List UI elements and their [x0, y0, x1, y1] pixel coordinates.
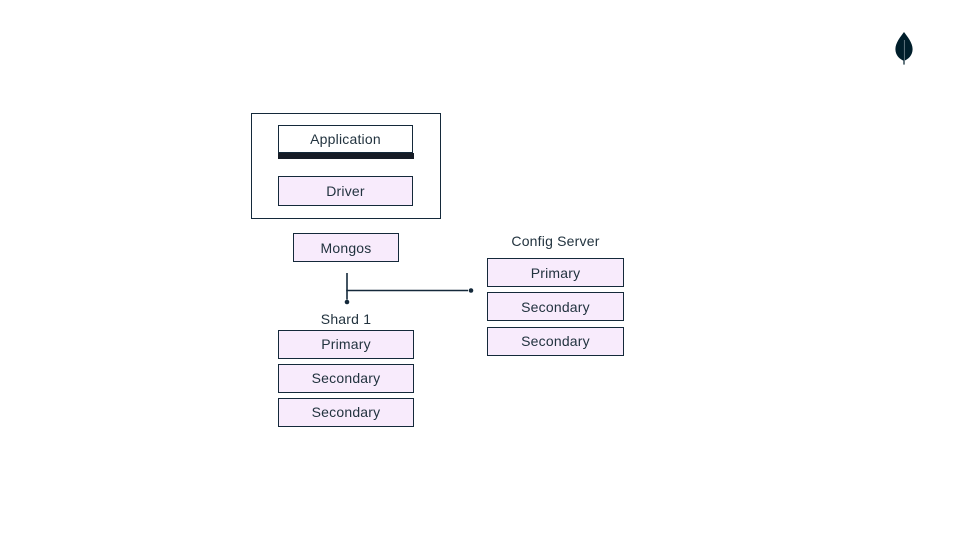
shard1-secondary-label-2: Secondary	[311, 404, 381, 420]
mongodb-leaf-icon	[894, 32, 914, 65]
config-secondary-label-1: Secondary	[521, 298, 590, 315]
application-bottom-bar	[277, 152, 414, 159]
application-node: Application	[278, 125, 413, 153]
shard1-primary-node: Primary	[278, 329, 414, 359]
config-primary-label: Primary	[530, 264, 581, 281]
config-secondary-node-1: Secondary	[487, 292, 624, 321]
shard1-secondary-label-1: Secondary	[311, 370, 381, 386]
shard1-secondary-node-2: Secondary	[278, 397, 414, 427]
application-label: Application	[310, 131, 381, 147]
config-primary-node: Primary	[487, 258, 624, 287]
config-secondary-node-2: Secondary	[487, 326, 624, 356]
mongos-label: Mongos	[320, 239, 372, 256]
driver-node: Driver	[278, 175, 413, 206]
shard1-secondary-node-1: Secondary	[278, 363, 414, 393]
driver-label: Driver	[326, 182, 365, 199]
shard1-primary-label: Primary	[321, 336, 371, 352]
config-secondary-label-2: Secondary	[521, 333, 590, 349]
config-server-title: Config Server	[511, 233, 600, 249]
mongos-node: Mongos	[293, 233, 399, 262]
shard1-title: Shard 1	[320, 311, 372, 327]
